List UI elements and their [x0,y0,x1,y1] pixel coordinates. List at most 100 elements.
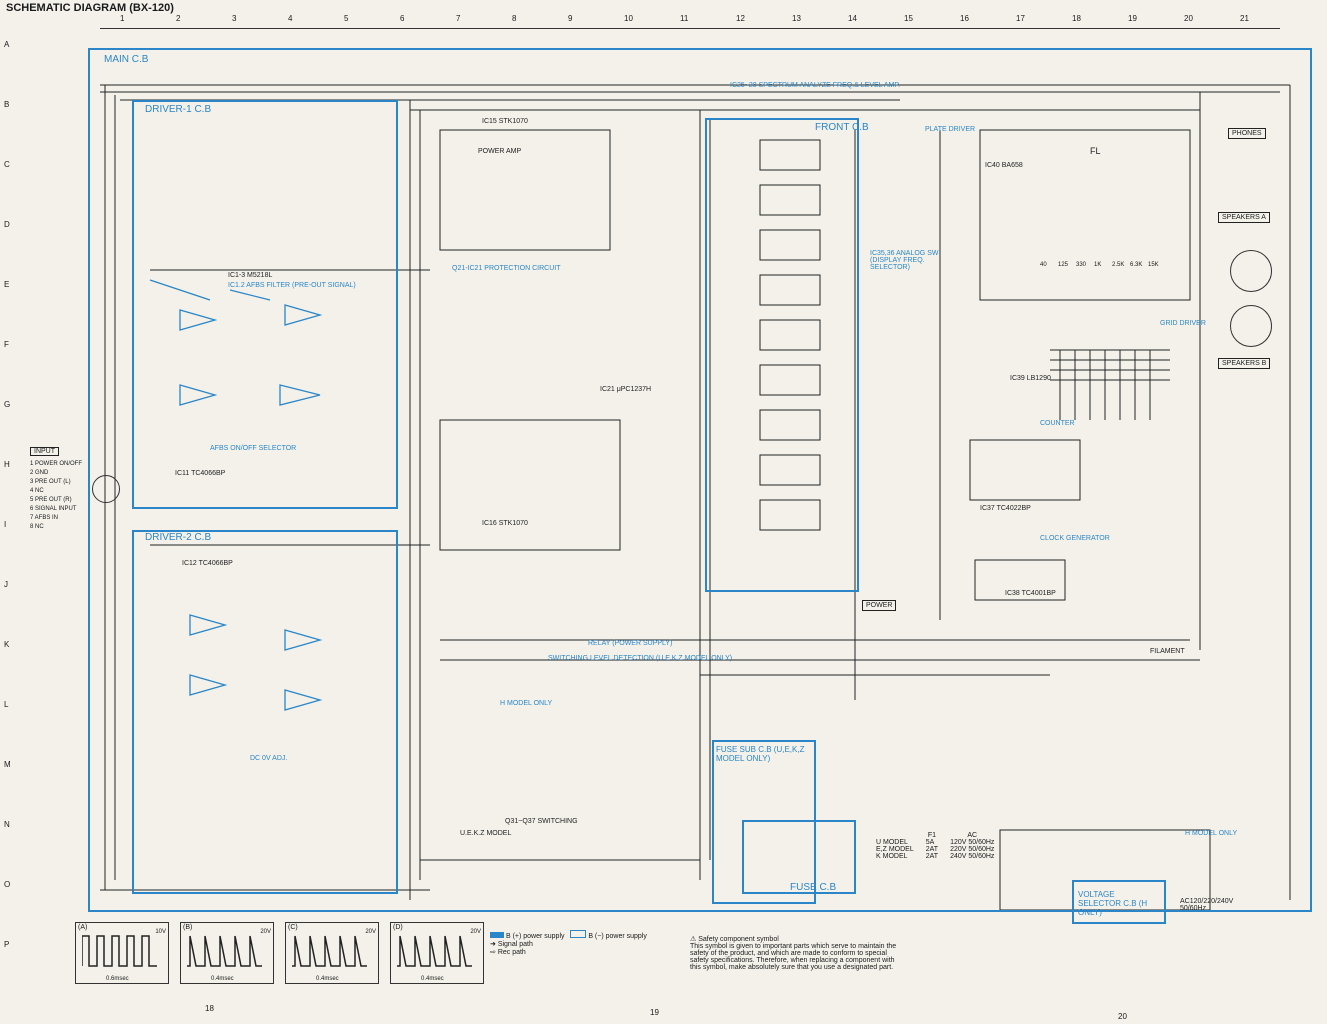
column-marker: 14 [848,14,857,23]
row-marker: A [4,40,10,49]
speakers-b-terminal [1230,305,1272,347]
column-marker: 8 [512,14,517,23]
input-pin: 6 SIGNAL INPUT [30,506,77,512]
waveform-trace [187,935,262,967]
column-marker: 5 [344,14,349,23]
waveform-tag: (A) [78,924,88,931]
front-board-label: FRONT C.B [815,122,869,133]
ic39-label: IC39 LB1290 [1010,375,1051,382]
fuse-sub-board-outline [712,740,816,904]
fuse-table-cell: 120V 50/60Hz [950,839,995,846]
front-board-outline [705,118,859,592]
u-model-label: U.E.K.Z MODEL [460,830,512,837]
waveform-amplitude: 20V [365,929,376,935]
spectrum-freq: 40 [1040,262,1047,268]
fuse-table-header: F1 [927,832,936,839]
spectrum-freq: 330 [1076,262,1087,268]
speakers-b-label: SPEAKERS B [1218,358,1271,369]
spectrum-amp-block [759,274,821,306]
input-pin: 8 NC [30,524,44,530]
afbs-selector-label: AFBS ON/OFF SELECTOR [210,445,297,452]
switching-level-label: SWITCHING LEVEL DETECTION (U,E,K,Z MODEL… [548,655,733,662]
column-marker: 10 [624,14,633,23]
fl-label: FL [1090,146,1101,156]
fuse-table-cell: 2AT [925,846,939,853]
spectrum-label: IC25~28 SPECTRUM ANALYZE FREQ.& LEVEL AM… [730,82,901,89]
spectrum-amp-block [759,499,821,531]
spectrum-freq: 125 [1058,262,1069,268]
waveform-amplitude: 20V [470,929,481,935]
row-marker: B [4,100,10,109]
input-pin: 3 PRE OUT (L) [30,479,71,485]
row-marker: E [4,280,10,289]
column-marker: 15 [904,14,913,23]
fuse-table-cell: K MODEL [876,853,908,860]
column-marker: 16 [960,14,969,23]
row-marker: G [4,400,11,409]
column-marker: 6 [400,14,405,23]
legend-signal: Signal path [497,941,533,948]
column-marker: 7 [456,14,461,23]
page-number-19: 19 [650,1008,659,1017]
row-marker: I [4,520,7,529]
input-jack [92,475,120,503]
fuse-sub-board-label: FUSE SUB C.B (U,E,K,Z MODEL ONLY) [716,745,805,763]
waveform-trace [397,935,472,967]
relay-label: RELAY (POWER SUPPLY) [588,640,673,647]
page-number-20: 20 [1118,1012,1127,1021]
row-marker: H [4,460,10,469]
h-model-only-label: H MODEL ONLY [1185,830,1238,837]
afbs-filter-label: IC1.2 AFBS FILTER (PRE-OUT SIGNAL) [228,282,356,289]
waveform-tag: (B) [183,924,193,931]
spectrum-freq: 2.5K [1112,262,1125,268]
ic40-label: IC40 BA658 [985,162,1023,169]
row-marker: N [4,820,10,829]
row-marker: C [4,160,10,169]
fuse-table-cell: 2AT [925,853,939,860]
fuse-table-cell: 240V 50/60Hz [950,853,995,860]
row-marker: K [4,640,10,649]
waveform-period: 0.4msec [316,976,339,982]
column-marker: 12 [736,14,745,23]
legend-b-minus: B (−) power supply [588,933,647,940]
column-marker: 9 [568,14,573,23]
waveform-period: 0.4msec [211,976,234,982]
input-pin: 4 NC [30,488,44,494]
legend-block: B (+) power supply B (−) power supply ➜ … [490,930,647,956]
ic11-label: IC11 TC4066BP [175,470,226,477]
spectrum-amp-block [759,364,821,396]
counter-label: COUNTER [1040,420,1075,427]
legend-b-plus: B (+) power supply [505,933,565,940]
spectrum-amp-block [759,319,821,351]
fuse-table-header [870,832,920,839]
waveform-amplitude: 20V [260,929,271,935]
row-marker: M [4,760,11,769]
legend-rec: Rec path [497,949,526,956]
ic16-label: IC16 STK1070 [482,520,528,527]
spectrum-freq: 6.3K [1130,262,1143,268]
spectrum-amp-block [759,454,821,486]
input-label: INPUT [30,447,59,456]
column-marker: 21 [1240,14,1249,23]
row-marker: J [4,580,8,589]
row-marker: O [4,880,11,889]
fuse-table-cell: U MODEL [876,839,908,846]
waveform-box: (B) 20V 0.4msec [180,922,274,984]
plate-driver-label: PLATE DRIVER [925,126,976,133]
waveform-tag: (D) [393,924,403,931]
driver1-board-outline [132,100,398,509]
spectrum-amp-block [759,409,821,441]
ic1-label: IC1-3 M5218L [228,272,273,279]
switching-label: Q31~Q37 SWITCHING [505,818,578,825]
speakers-a-label: SPEAKERS A [1218,212,1270,223]
spectrum-amp-block [759,184,821,216]
dc-adj-label: DC 0V ADJ. [250,755,288,762]
ic38-label: IC38 TC4001BP [1005,590,1056,597]
row-marker: F [4,340,9,349]
column-marker: 20 [1184,14,1193,23]
